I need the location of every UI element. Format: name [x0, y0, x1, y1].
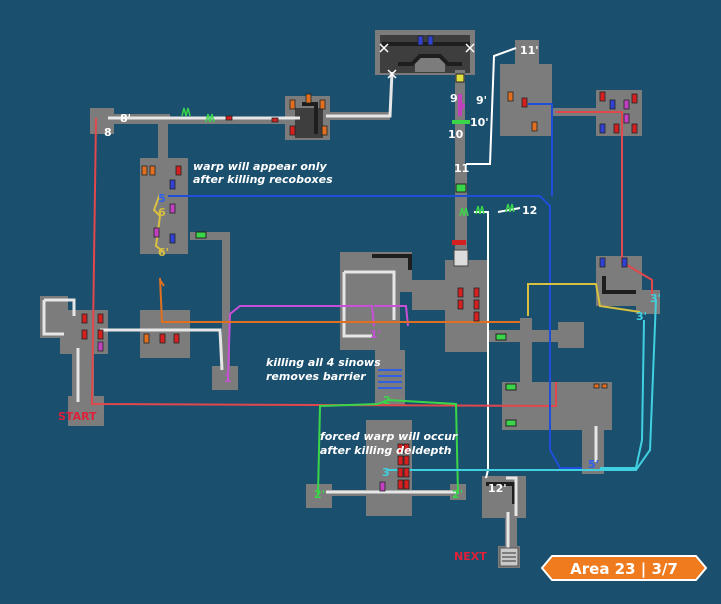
area-badge-text: Area 23 | 3/7 — [570, 560, 678, 579]
warp-label-8p: 8' — [120, 112, 131, 125]
start-room — [68, 396, 104, 426]
warp-label-10p: 10' — [470, 116, 489, 129]
switch-icons — [195, 73, 517, 427]
sinow-note-line1: killing all 4 sinows — [266, 356, 381, 369]
crates — [81, 35, 638, 492]
sinow-note-line2: removes barrier — [266, 370, 366, 383]
boss-marker-icon — [452, 240, 469, 267]
warp-label-3p: 3' — [650, 292, 661, 305]
gate-markers — [452, 94, 470, 124]
warp-label-2p: 2' — [314, 488, 325, 501]
start-label: START — [58, 410, 97, 423]
warp-label-12p: 12' — [488, 482, 507, 495]
warp-label-1: 1 — [224, 372, 232, 385]
warp-label-12: 12 — [522, 204, 537, 217]
x-markers — [379, 43, 475, 79]
annotation-deldepth: forced warp will occur after killing del… — [320, 430, 458, 457]
warp-label-5p: 5' — [588, 458, 599, 471]
warp-label-3: 3 — [382, 466, 390, 479]
warp-label-11p: 11' — [520, 44, 539, 57]
warp-note-line1: warp will appear only — [193, 160, 327, 173]
warp-label-1p: 1' — [370, 328, 381, 341]
warp-label-2: 2 — [383, 394, 391, 407]
grass-icons — [181, 107, 515, 217]
warp-label-10: 10 — [448, 128, 464, 141]
warp-label-9p: 9' — [476, 94, 487, 107]
next-label: NEXT — [454, 550, 487, 563]
deldepth-note-line2: after killing deldepth — [320, 444, 452, 457]
warp-note-line2: after killing recoboxes — [193, 173, 333, 186]
next-exit-icon — [499, 547, 519, 567]
area-badge: Area 23 | 3/7 — [540, 555, 708, 581]
deldepth-note-line1: forced warp will occur — [320, 430, 458, 443]
warp-label-5: 5 — [158, 192, 166, 205]
barrier-fence — [378, 369, 402, 389]
warp-label-9: 9 — [450, 92, 458, 105]
walls — [302, 42, 636, 504]
annotation-recoboxes: warp will appear only after killing reco… — [193, 160, 333, 186]
warp-label-6p: 6' — [158, 246, 169, 259]
warp-labels: 1 1' 2 2' 2' 3 3' 3' 5 5' 6 6' 8 8' 9 9'… — [104, 44, 661, 501]
warp-label-3pp: 3' — [636, 310, 647, 323]
warp-routes — [90, 103, 657, 495]
warp-label-6: 6 — [158, 206, 166, 219]
warp-label-2pp: 2' — [452, 488, 463, 501]
warp-label-11: 11 — [454, 162, 469, 175]
annotation-sinows: killing all 4 sinows removes barrier — [266, 356, 381, 383]
warp-label-8: 8 — [104, 126, 112, 139]
